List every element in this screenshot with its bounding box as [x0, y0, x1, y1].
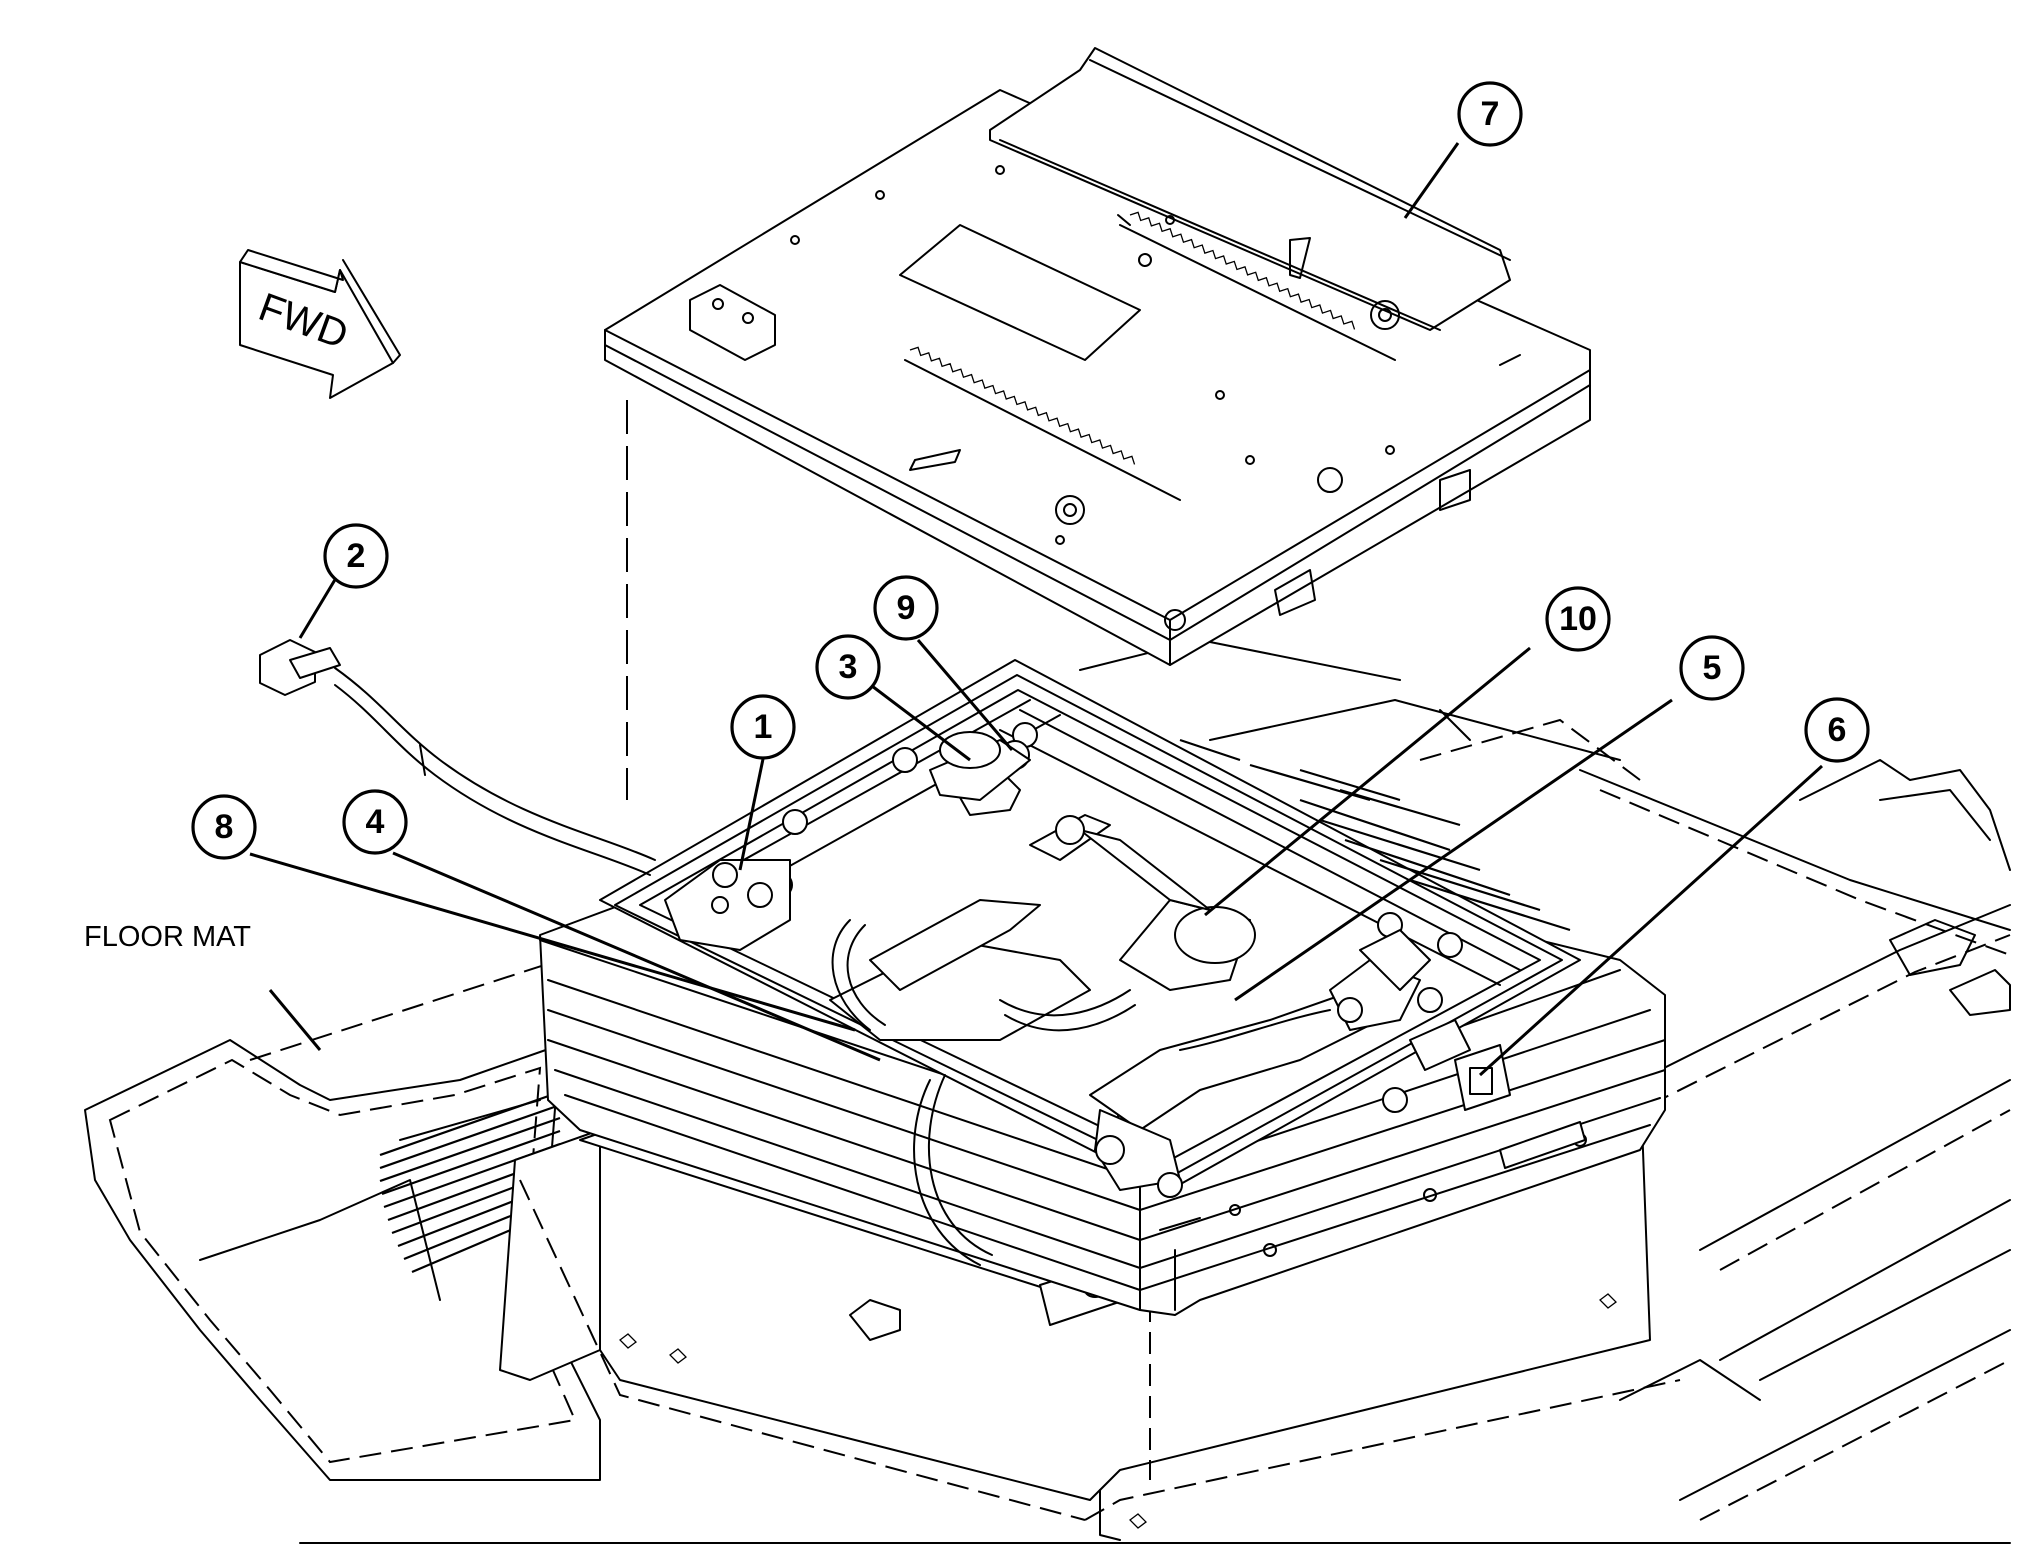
callout-10: 10 [1545, 586, 1611, 652]
callout-1: 1 [730, 694, 796, 760]
rack-teeth [909, 211, 1356, 465]
callout-6-label: 6 [1828, 711, 1847, 749]
callout-8: 8 [191, 794, 257, 860]
callout-1-label: 1 [754, 708, 773, 746]
callout-7-label: 7 [1481, 95, 1500, 133]
callout-3-label: 3 [839, 648, 858, 686]
callout-7: 7 [1457, 81, 1523, 147]
seat-mounting-plate [604, 47, 1591, 666]
callout-4-label: 4 [366, 803, 385, 841]
callout-8-label: 8 [215, 808, 234, 846]
harness-connector-2 [259, 639, 656, 876]
callout-2-label: 2 [347, 537, 366, 575]
cab-floor-right [1419, 718, 2011, 1521]
plate-holes [790, 165, 1400, 631]
callout-4: 4 [342, 789, 408, 855]
callout-10-label: 10 [1559, 600, 1597, 638]
suspension-top-frame [599, 639, 1621, 1266]
callout-5-label: 5 [1703, 649, 1722, 687]
callout-9: 9 [873, 575, 939, 641]
callout-6: 6 [1804, 697, 1870, 763]
callout-2: 2 [323, 523, 389, 589]
fwd-direction-arrow: FWD [239, 249, 401, 399]
callout-9-label: 9 [897, 589, 916, 627]
callout-3: 3 [815, 634, 881, 700]
callout-5: 5 [1679, 635, 1745, 701]
leader-lines [249, 142, 1824, 1077]
floor-mat-label: FLOOR MAT [84, 921, 251, 953]
